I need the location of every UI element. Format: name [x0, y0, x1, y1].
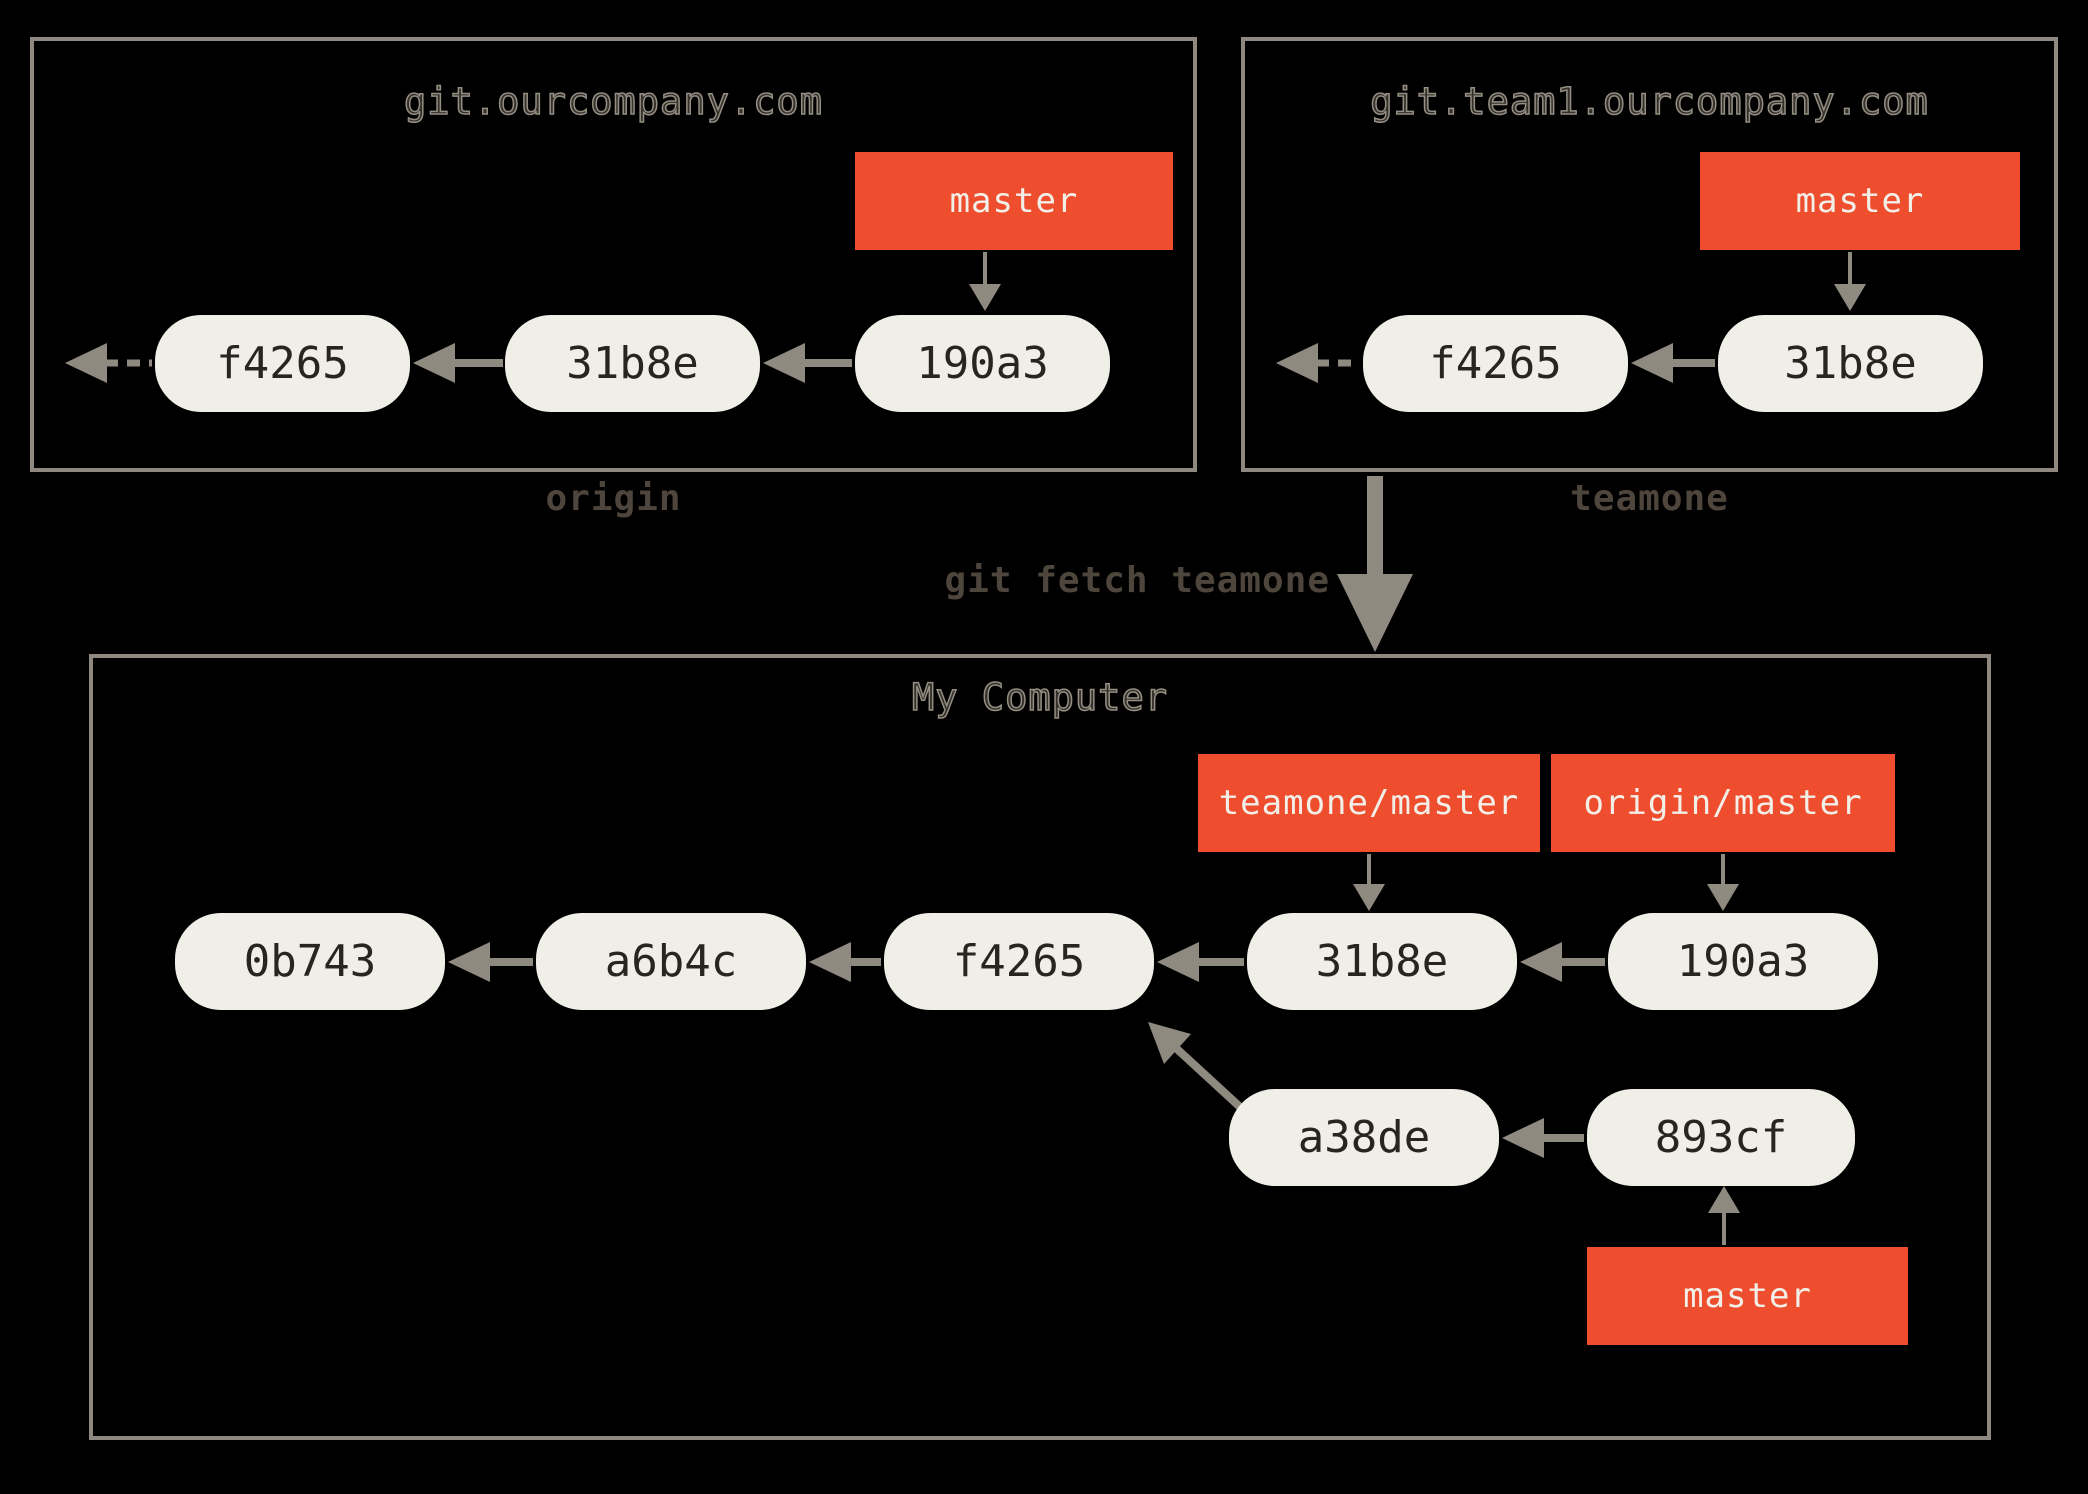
local-teamone-master-label: teamone/master [1198, 754, 1540, 852]
git-fetch-teamone-label: git fetch teamone [944, 560, 1330, 601]
local-commit-893cf: 893cf [1587, 1089, 1855, 1186]
origin-dashed-history-arrow-icon [65, 343, 152, 383]
local-origin-master-label: origin/master [1551, 754, 1895, 852]
teamone-repo-title: git.team1.ourcompany.com [1369, 79, 1929, 124]
local-arrow-master-to-893cf-icon [1708, 1186, 1740, 1245]
teamone-arrow-master-to-31b8e-icon [1834, 252, 1866, 311]
teamone-caption: teamone [1570, 478, 1729, 519]
local-commit-a6b4c: a6b4c [536, 913, 806, 1010]
local-commit-31b8e: 31b8e [1247, 913, 1517, 1010]
origin-master-branch-label: master [855, 152, 1173, 250]
local-commit-0b743: 0b743 [175, 913, 445, 1010]
teamone-dashed-history-arrow-icon [1276, 343, 1360, 383]
teamone-master-branch-label: master [1700, 152, 2020, 250]
teamone-repo-box [1241, 37, 2058, 472]
local-arrow-a6b4c-to-0b743-icon [448, 942, 533, 982]
local-arrow-teamone-master-to-31b8e-icon [1353, 854, 1385, 911]
local-master-branch-label: master [1587, 1247, 1908, 1345]
origin-repo-box [30, 37, 1197, 472]
local-arrow-893cf-to-a38de-icon [1502, 1118, 1584, 1158]
local-arrow-190a3-to-31b8e-icon [1520, 942, 1605, 982]
origin-arrow-190a3-to-31b8e-icon [763, 343, 852, 383]
origin-repo-title: git.ourcompany.com [403, 79, 823, 124]
teamone-commit-f4265: f4265 [1363, 315, 1628, 412]
local-commit-f4265: f4265 [884, 913, 1154, 1010]
my-computer-title: My Computer [911, 675, 1169, 720]
local-arrow-31b8e-to-f4265-icon [1157, 942, 1244, 982]
my-computer-box [89, 654, 1991, 1440]
local-commit-a38de: a38de [1229, 1089, 1499, 1186]
origin-commit-31b8e: 31b8e [505, 315, 760, 412]
origin-arrow-31b8e-to-f4265-icon [413, 343, 503, 383]
fetch-arrow-icon [1337, 476, 1413, 652]
teamone-commit-31b8e: 31b8e [1718, 315, 1983, 412]
local-arrow-origin-master-to-190a3-icon [1707, 854, 1739, 911]
local-commit-190a3: 190a3 [1608, 913, 1878, 1010]
origin-commit-f4265: f4265 [155, 315, 410, 412]
origin-arrow-master-to-190a3-icon [969, 252, 1001, 311]
local-arrow-f4265-to-a6b4c-icon [809, 942, 881, 982]
origin-caption: origin [545, 478, 682, 519]
origin-commit-190a3: 190a3 [855, 315, 1110, 412]
teamone-arrow-31b8e-to-f4265-icon [1631, 343, 1715, 383]
